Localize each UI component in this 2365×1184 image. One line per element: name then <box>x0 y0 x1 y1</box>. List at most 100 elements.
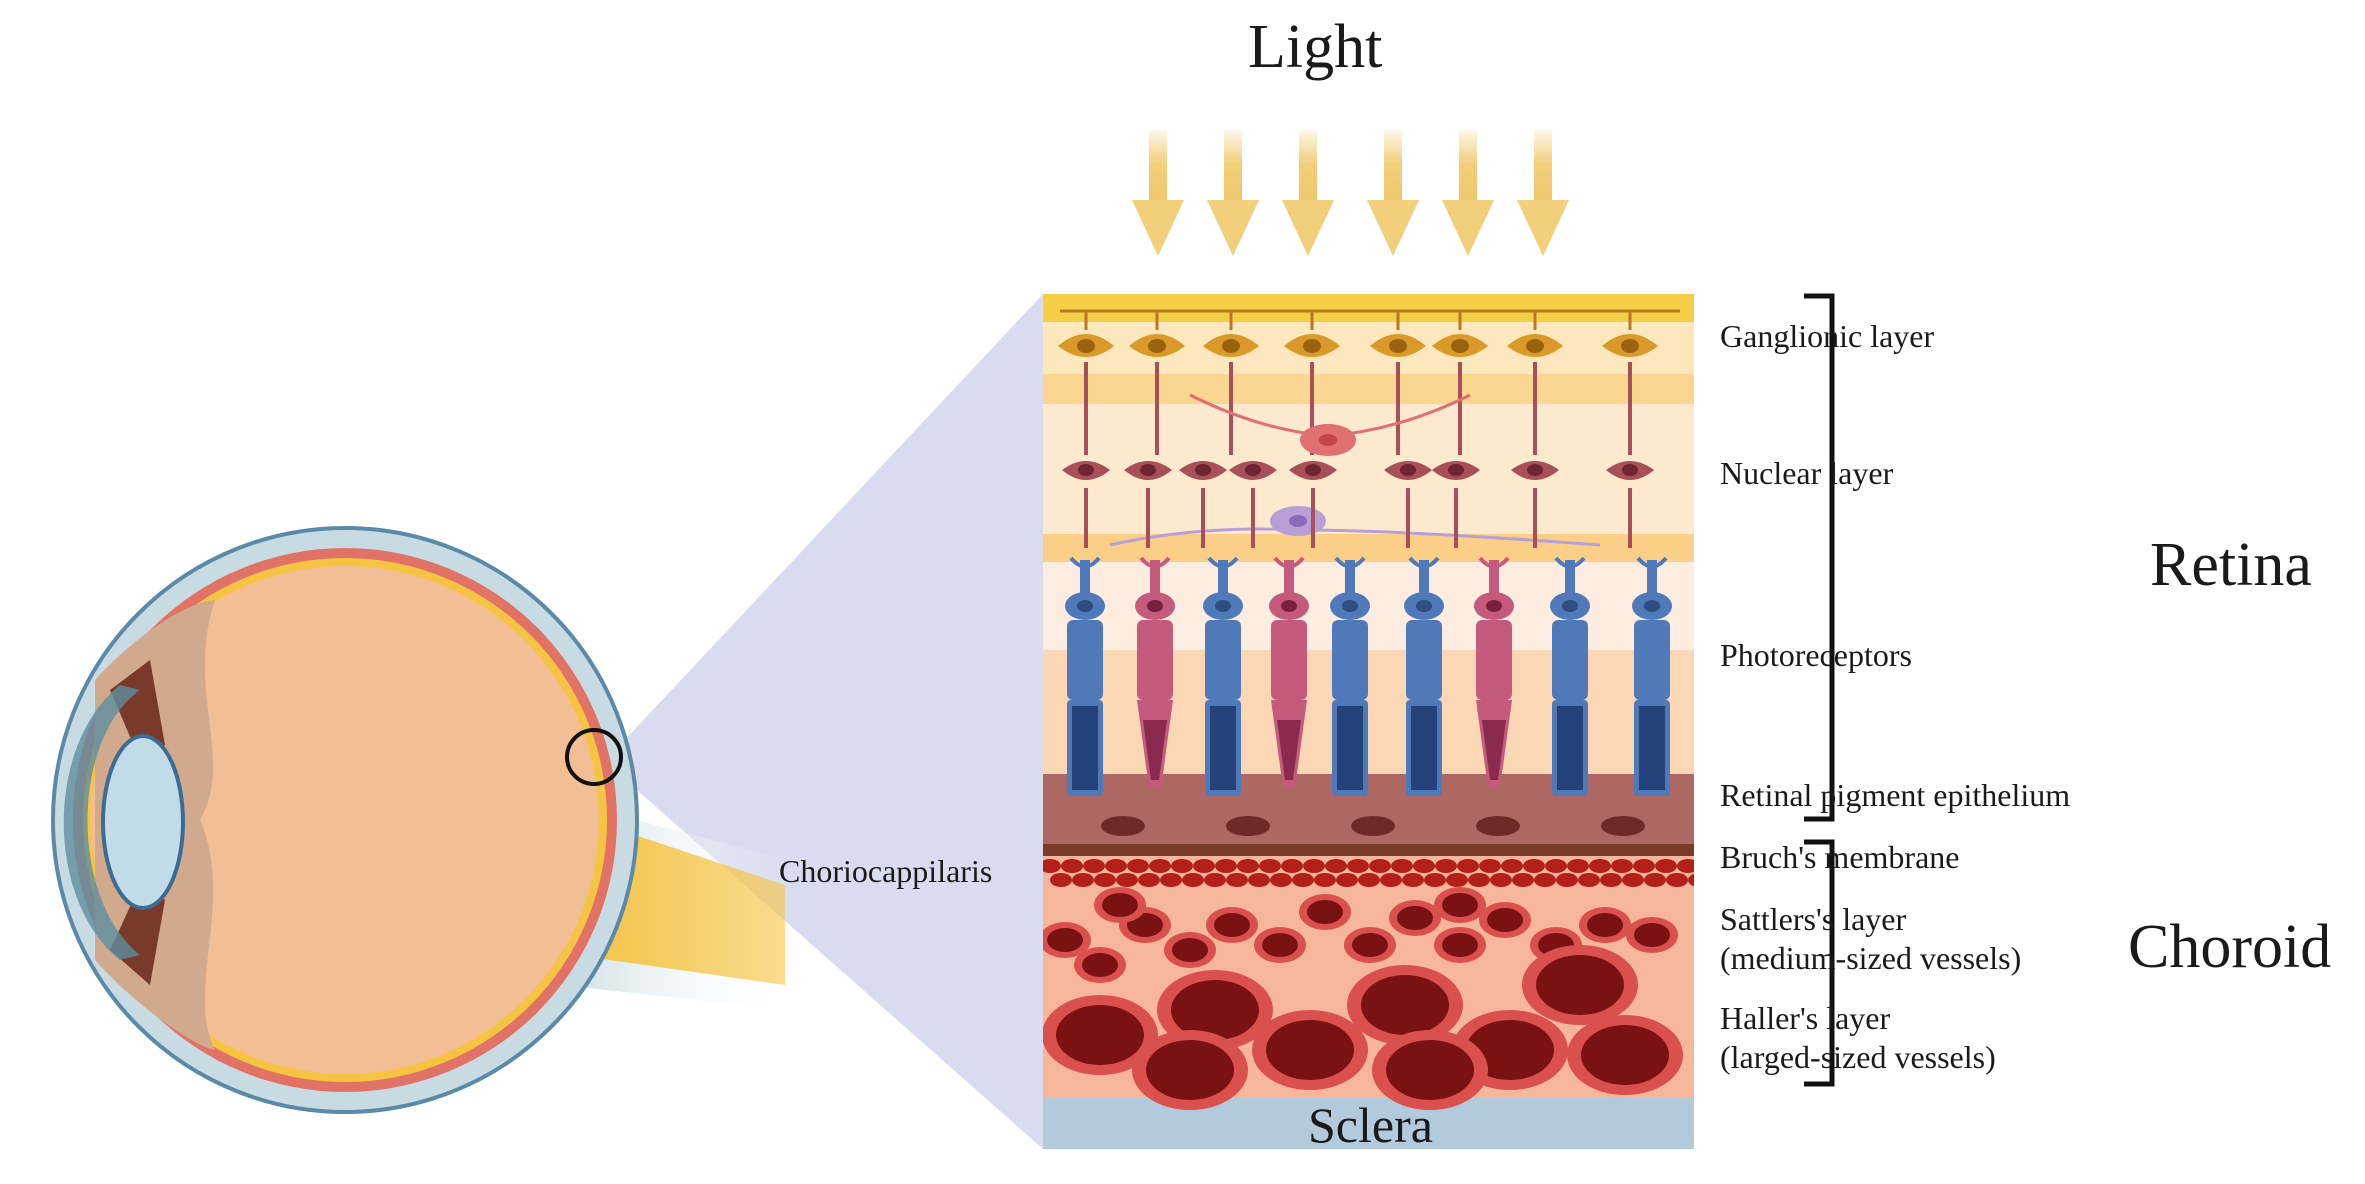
choriocapillaris-vessel <box>1160 873 1182 887</box>
choroid-vessels <box>1043 859 1694 1110</box>
amacrine-nucleus <box>1319 434 1337 446</box>
rod-discs <box>1210 706 1236 790</box>
sattler-vessel-lumen <box>1102 893 1138 917</box>
choriocapillaris-vessel <box>1325 859 1347 873</box>
label-sclera: Sclera <box>1308 1097 1433 1153</box>
choriocapillaris-vessel <box>1545 859 1567 873</box>
ciliary-body-lower <box>110 885 165 985</box>
horizontal-nucleus <box>1289 515 1307 527</box>
haller-vessel-lumen <box>1146 1040 1234 1100</box>
label-choriocapillaris: Choriocappilaris <box>779 853 993 889</box>
rpe-nucleus <box>1601 816 1645 836</box>
choriocapillaris-vessel <box>1633 859 1655 873</box>
bipolar-nucleus <box>1305 464 1321 476</box>
sattler-vessel-lumen <box>1442 893 1478 917</box>
light-arrow-head <box>1517 200 1569 256</box>
choriocapillaris-vessel <box>1578 873 1600 887</box>
bipolar-nucleus <box>1527 464 1543 476</box>
haller-vessel-lumen <box>1536 955 1624 1015</box>
choriocapillaris-vessel <box>1061 859 1083 873</box>
choriocapillaris-vessel <box>1446 873 1468 887</box>
haller-vessel-lumen <box>1581 1025 1669 1085</box>
choriocapillaris-vessel <box>1083 859 1105 873</box>
choriocapillaris-vessel <box>1380 873 1402 887</box>
choriocapillaris-vessel <box>1468 873 1490 887</box>
rpe-nucleus <box>1101 816 1145 836</box>
photoreceptor-nucleus <box>1147 600 1163 612</box>
vitreous-body <box>91 566 599 1074</box>
label-ganglionic-layer: Ganglionic layer <box>1720 318 1935 354</box>
light-arrow-head <box>1442 200 1494 256</box>
choriocapillaris-vessel <box>1050 873 1072 887</box>
ciliary-body <box>110 660 165 760</box>
label-choroid-group: Choroid <box>2128 913 2332 981</box>
label-bruchs-membrane: Bruch's membrane <box>1720 839 1960 875</box>
sattler-vessel-lumen <box>1352 933 1388 957</box>
sattler-vessel-lumen <box>1442 933 1478 957</box>
inner-segment <box>1271 620 1307 700</box>
eyeball-illustration <box>51 526 790 1114</box>
choriocapillaris-vessel <box>1347 859 1369 873</box>
photoreceptor-nucleus <box>1342 600 1358 612</box>
choriocapillaris-vessel <box>1413 859 1435 873</box>
sclera-band <box>1043 1098 1694 1149</box>
inner-fiber <box>1284 560 1294 600</box>
haller-vessel-lumen <box>1361 975 1449 1035</box>
choroid-bracket <box>1804 839 1835 1087</box>
photoreceptor-nucleus <box>1486 600 1502 612</box>
choriocapillaris-vessel <box>1589 859 1611 873</box>
lens <box>101 734 185 910</box>
light-title: Light <box>1248 13 1383 81</box>
choriocapillaris-vessel <box>1182 873 1204 887</box>
choriocapillaris-vessel <box>1270 873 1292 887</box>
choriocapillaris-vessel <box>1127 859 1149 873</box>
choriocapillaris-vessel <box>1490 873 1512 887</box>
choriocapillaris-vessel <box>1116 873 1138 887</box>
bipolar-nucleus <box>1245 464 1261 476</box>
choriocapillaris-vessel <box>1292 873 1314 887</box>
bipolar-nucleus <box>1448 464 1464 476</box>
rod-discs <box>1639 706 1665 790</box>
photoreceptor-nucleus <box>1416 600 1432 612</box>
choriocapillaris-vessel <box>1215 859 1237 873</box>
choriocapillaris-vessel <box>1523 859 1545 873</box>
ganglion-nucleus <box>1389 339 1407 353</box>
label-sattlers-layer: Sattlers's layer <box>1720 901 1907 937</box>
choriocapillaris-vessel <box>1512 873 1534 887</box>
bruchs-membrane-band <box>1043 844 1694 856</box>
ganglion-nucleus <box>1148 339 1166 353</box>
zoom-projection <box>620 294 1043 1149</box>
choriocapillaris-vessel <box>1567 859 1589 873</box>
rpe-nucleus <box>1476 816 1520 836</box>
label-retina-group: Retina <box>2150 531 2312 599</box>
retinal-cells <box>1058 309 1680 836</box>
inner-segment <box>1634 620 1670 700</box>
light-arrow-shaft <box>1299 130 1317 205</box>
anterior-chamber <box>63 685 140 960</box>
inner-segment <box>1476 620 1512 700</box>
light-arrow-head <box>1282 200 1334 256</box>
inner-plexiform-band <box>1043 374 1694 404</box>
sattler-vessel-lumen <box>1487 908 1523 932</box>
choriocapillaris-vessel <box>1479 859 1501 873</box>
photoreceptor-nucleus <box>1644 600 1660 612</box>
sattler-vessel-lumen <box>1047 928 1083 952</box>
light-arrow-head <box>1207 200 1259 256</box>
inner-segment <box>1332 620 1368 700</box>
choriocapillaris-vessel <box>1435 859 1457 873</box>
cone-discs <box>1143 720 1167 780</box>
inner-fiber <box>1565 560 1575 600</box>
choriocapillaris-vessel <box>1457 859 1479 873</box>
inner-fiber <box>1150 560 1160 600</box>
light-arrow-shaft <box>1534 130 1552 205</box>
haller-vessel-lumen <box>1056 1005 1144 1065</box>
choriocapillaris-vessel <box>1402 873 1424 887</box>
light-arrows <box>1132 130 1569 256</box>
rod-discs <box>1411 706 1437 790</box>
ganglion-nucleus <box>1451 339 1469 353</box>
haller-vessel-lumen <box>1171 980 1259 1040</box>
rpe-nucleus <box>1351 816 1395 836</box>
rod-discs <box>1337 706 1363 790</box>
inner-fiber <box>1218 560 1228 600</box>
